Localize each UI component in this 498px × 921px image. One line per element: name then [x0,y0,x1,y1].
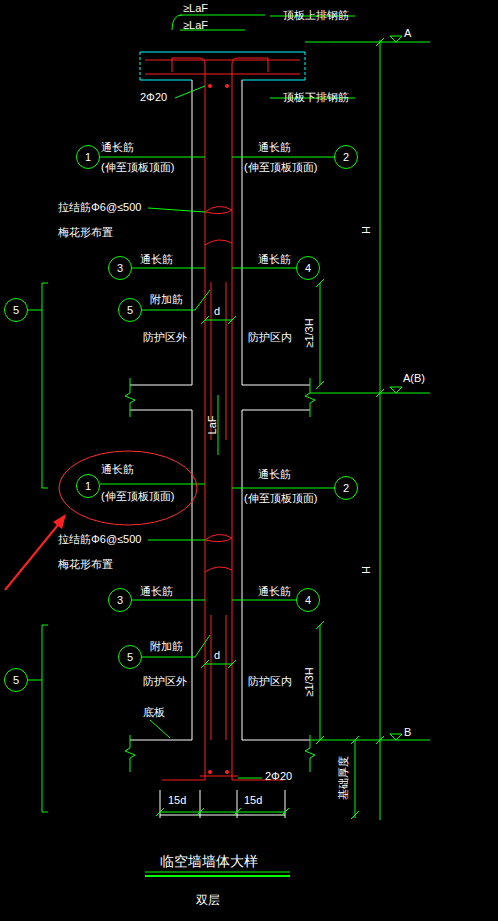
rebar-note: 通长筋 [101,463,134,476]
callout-text: 5 [13,674,19,687]
drawing-label: 通长筋 [258,585,291,598]
drawing-label: 附加筋 [150,293,183,306]
drawing-label: 底板 [143,706,165,719]
callout-number: 5 [118,645,142,669]
drawing-label: 顶板上排钢筋 [283,9,349,22]
drawing-label: 通长筋 [140,585,173,598]
drawing-label: 通长筋 [101,141,134,154]
callout-text: 5 [13,304,19,317]
drawing-label: (伸至顶板顶面) [101,161,174,174]
callout-number: 2 [334,476,358,500]
drawing-label: 15d [244,794,262,807]
drawing-label: 防护区内 [248,675,292,688]
callout-text: 5 [127,304,133,317]
callout-number: 2 [334,145,358,169]
drawing-label: 防护区外 [143,331,187,344]
callout-text: 3 [117,594,123,607]
drawing-label: LaF [206,416,219,435]
callout-text: 1 [85,151,91,164]
drawing-label: 2Φ20 [265,770,292,783]
callout-number: 4 [296,256,320,280]
callout-text: 4 [305,594,311,607]
drawing-title: 临空墙墙体大样 [160,853,258,869]
drawing-label: ≥LaF [183,19,208,32]
drawing-label: 基础厚度 [337,756,350,800]
callout-number: 3 [108,256,132,280]
callout-text: 4 [305,262,311,275]
highlight-ellipse: 通长筋 (伸至顶板顶面) 1 [58,450,198,526]
callout-number: 1 [76,474,100,498]
rebar-note: (伸至顶板顶面) [101,490,174,503]
callout-number: 3 [108,588,132,612]
drawing-label: (伸至顶板顶面) [244,492,317,505]
callout-text: 2 [343,151,349,164]
callout-text: 1 [85,480,91,493]
drawing-caption: 双层 [196,894,220,907]
callout-number: 5 [4,298,28,322]
drawing-label: 拉结筋Φ6@≤500 [58,533,141,546]
drawing-label: 通长筋 [140,253,173,266]
drawing-label: 附加筋 [150,640,183,653]
drawing-label: H [360,566,373,574]
drawing-label: d [214,305,220,318]
drawing-label: 通长筋 [258,141,291,154]
drawing-label: A(B) [403,372,425,385]
drawing-label: 15d [168,794,186,807]
drawing-label: 通长筋 [258,253,291,266]
drawing-label: 梅花形布置 [58,558,113,571]
drawing-label: (伸至顶板顶面) [244,161,317,174]
drawing-label: 顶板下排钢筋 [283,91,349,104]
drawing-label: ≥1/3H [303,667,316,696]
drawing-label: 通长筋 [258,468,291,481]
drawing-label: ≥1/3H [303,318,316,347]
ellipse-outline [58,450,198,526]
drawing-label: H [360,226,373,234]
callout-number: 4 [296,588,320,612]
drawing-label: 防护区内 [248,331,292,344]
callout-number: 5 [118,298,142,322]
drawing-label: 防护区外 [143,675,187,688]
callout-text: 2 [343,482,349,495]
drawing-label: 拉结筋Φ6@≤500 [58,201,141,214]
drawing-label: ≥LaF [183,2,208,15]
callout-text: 3 [117,262,123,275]
drawing-label: A [404,27,411,40]
drawing-label: 2Φ20 [140,91,167,104]
callout-number: 1 [76,145,100,169]
drawing-label: B [404,726,411,739]
drawing-label: 梅花形布置 [58,226,113,239]
drawing-label: d [214,649,220,662]
callout-text: 5 [127,651,133,664]
callout-number: 5 [4,668,28,692]
